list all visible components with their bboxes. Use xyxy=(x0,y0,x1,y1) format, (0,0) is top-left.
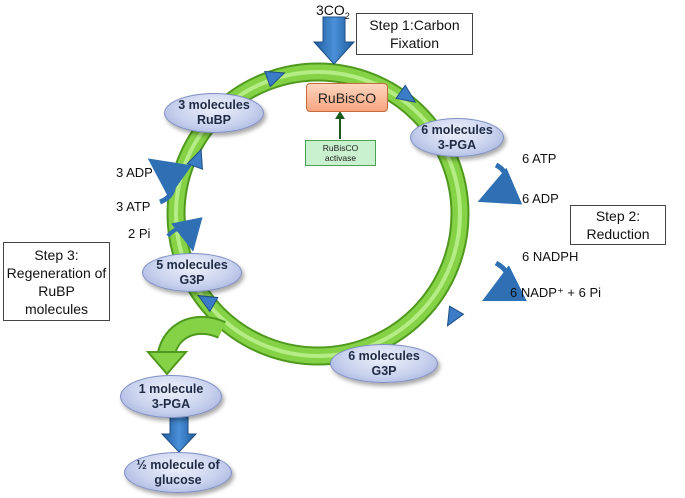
node-pga6-line2: 3-PGA xyxy=(437,137,477,152)
node-3pga-1: 1 molecule 3-PGA xyxy=(120,375,222,418)
step1-line2: Fixation xyxy=(389,35,440,51)
step3-line2: Regeneration of xyxy=(6,264,107,281)
activase-line2: activase xyxy=(324,153,357,163)
atp3-adp3-arrow xyxy=(147,158,192,205)
step3-line4: molecules xyxy=(24,300,89,317)
pi2-arrow xyxy=(166,217,203,252)
label-3-adp: 3 ADP xyxy=(116,165,153,180)
step2-line1: Step 2: xyxy=(595,208,641,224)
activase-line1: RuBisCO xyxy=(322,143,359,153)
step2-box: Step 2: Reduction xyxy=(570,205,666,245)
step3-box: Step 3: Regeneration of RuBP molecules xyxy=(3,242,110,321)
node-pga1-line1: 1 molecule xyxy=(138,381,204,396)
node-3pga-6: 6 molecules 3-PGA xyxy=(410,118,504,157)
step2-line2: Reduction xyxy=(586,226,650,242)
node-rubp: 3 molecules RuBP xyxy=(164,93,264,133)
co2-input-arrow xyxy=(312,16,356,65)
step1-box: Step 1:Carbon Fixation xyxy=(356,13,473,55)
ring-chevron-bottomleft xyxy=(197,294,219,313)
glucose-output-arrow xyxy=(160,416,198,453)
label-6-atp: 6 ATP xyxy=(522,151,557,166)
rubisco-activase: RuBisCO activase xyxy=(305,140,376,166)
node-g3p5-line1: 5 molecules xyxy=(156,257,228,272)
atp-adp-arrow xyxy=(477,162,523,205)
label-6-adp: 6 ADP xyxy=(522,191,559,206)
node-glucose: ½ molecule of glucose xyxy=(124,452,232,493)
co2-label: 3CO2 xyxy=(316,2,350,21)
node-rubp-line2: RuBP xyxy=(196,113,232,127)
label-6-nadph: 6 NADPH xyxy=(522,249,579,264)
ring-chevron-topright xyxy=(395,84,417,103)
node-pga6-line1: 6 molecules xyxy=(421,122,493,137)
branch-arrowhead xyxy=(145,351,189,376)
cycle-ring-highlight xyxy=(174,70,462,358)
node-glucose-line1: ½ molecule of xyxy=(136,457,220,472)
node-g3p-5: 5 molecules G3P xyxy=(142,253,242,292)
step3-line1: Step 3: xyxy=(34,246,79,263)
rubisco-enzyme: RuBisCO xyxy=(306,83,388,112)
ring-chevron-top xyxy=(264,71,286,88)
step3-line3: RuBP xyxy=(38,282,75,299)
node-g3p-6: 6 molecules G3P xyxy=(330,344,438,383)
node-pga1-line2: 3-PGA xyxy=(151,396,191,411)
node-glucose-line2: glucose xyxy=(154,472,202,487)
label-3-atp: 3 ATP xyxy=(116,199,151,214)
ring-chevron-bottomright xyxy=(446,305,465,327)
step1-line1: Step 1:Carbon xyxy=(369,17,460,33)
node-g3p6-line2: G3P xyxy=(371,363,397,378)
label-2-pi: 2 Pi xyxy=(128,226,151,241)
node-g3p6-line1: 6 molecules xyxy=(348,348,420,363)
node-g3p5-line2: G3P xyxy=(179,272,205,287)
label-6-nadp: 6 NADP⁺ + 6 Pi xyxy=(510,285,602,300)
node-rubp-line1: 3 molecules xyxy=(178,98,250,112)
nadph-arrow xyxy=(482,260,527,301)
